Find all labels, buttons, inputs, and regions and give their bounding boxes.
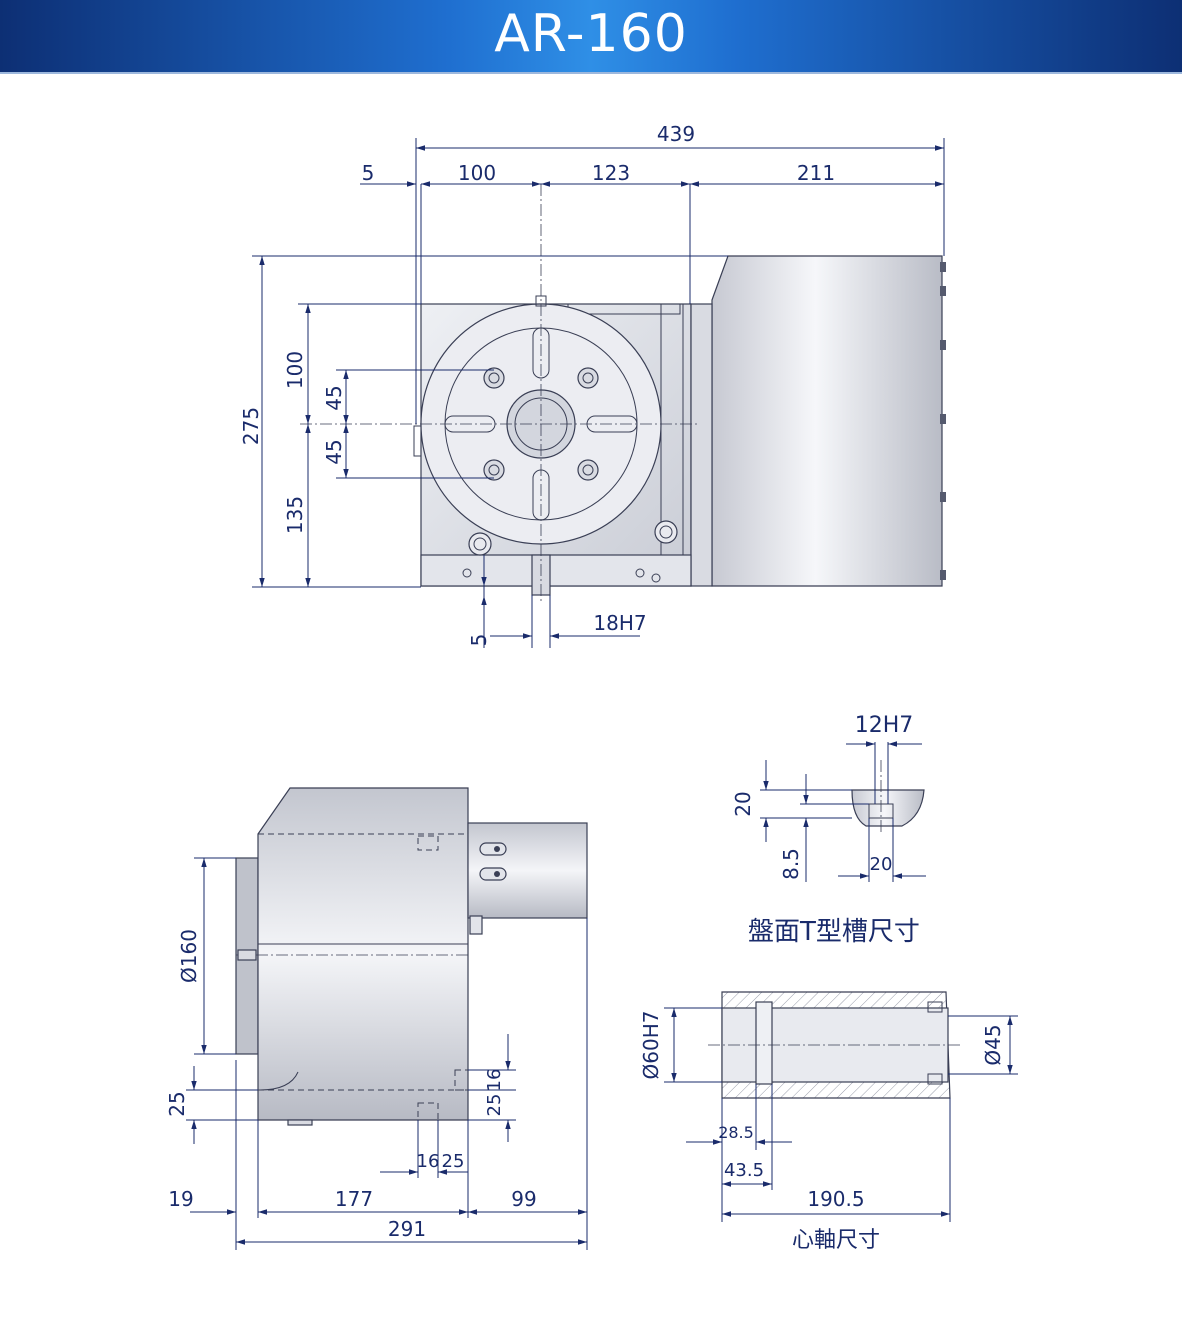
dim-slot-25: 25 [484, 1094, 505, 1117]
dim-total: 291 [388, 1217, 426, 1241]
dim-motor: 211 [797, 161, 835, 185]
motor-fasteners [940, 262, 946, 580]
clamp-bolts [483, 367, 599, 481]
corner-screws [468, 520, 678, 556]
dim-overall-width: 439 [657, 122, 695, 146]
dim-lower: 135 [283, 496, 307, 534]
t-slot-detail: 12H7 20 8.5 20 盤面T型槽尺寸 [731, 713, 926, 947]
dim-bolt-upper: 45 [322, 385, 346, 410]
dim-bolt-a: 16 [417, 1151, 440, 1172]
title-banner: AR-160 [0, 0, 1182, 72]
side-plate [690, 303, 713, 587]
dim-height: 275 [239, 407, 263, 445]
dim-tslot-bottom: 20 [870, 854, 893, 875]
banner-divider [0, 72, 1182, 74]
dim-center-to-body: 123 [592, 161, 630, 185]
dim-right: 99 [511, 1187, 536, 1211]
side-body [257, 787, 469, 1121]
tslot-caption: 盤面T型槽尺寸 [748, 917, 920, 947]
dim-upper: 100 [283, 351, 307, 389]
dim-spindle-d2: 43.5 [724, 1160, 764, 1181]
dim-spindle-length: 190.5 [807, 1187, 864, 1211]
side-view: Ø160 25 16 25 16 25 19 177 99 291 [165, 787, 588, 1250]
dim-tslot-height: 8.5 [779, 848, 803, 880]
dim-offset: 5 [362, 161, 375, 185]
dim-tslot-width: 12H7 [855, 713, 914, 738]
spindle-caption: 心軸尺寸 [792, 1228, 880, 1253]
dim-diameter: Ø160 [177, 929, 201, 983]
dim-to-center: 100 [458, 161, 496, 185]
dim-tslot-depth: 20 [731, 791, 755, 816]
dim-base: 25 [165, 1091, 189, 1116]
dim-spindle-d1: 28.5 [718, 1123, 754, 1142]
dim-key-offset: 5 [467, 634, 491, 647]
base-strip [420, 554, 692, 587]
front-view: 439 5 100 123 211 275 100 135 45 45 5 18… [239, 122, 946, 648]
dim-bolt-lower: 45 [322, 439, 346, 464]
motor-housing [711, 255, 943, 587]
dim-key-width: 18H7 [593, 611, 646, 635]
t-slot-profile [851, 789, 925, 827]
dim-middle: 177 [335, 1187, 373, 1211]
dim-left: 19 [168, 1187, 193, 1211]
dim-slot-16: 16 [484, 1069, 505, 1092]
dim-bolt-b: 25 [442, 1151, 465, 1172]
page-title: AR-160 [494, 4, 688, 64]
spindle-detail: Ø60H7 Ø45 28.5 43.5 190.5 心軸尺寸 [639, 991, 1018, 1253]
dim-spindle-bore: Ø60H7 [639, 1011, 663, 1080]
dim-spindle-thread: Ø45 [981, 1024, 1005, 1065]
coolant-fittings [469, 842, 507, 935]
